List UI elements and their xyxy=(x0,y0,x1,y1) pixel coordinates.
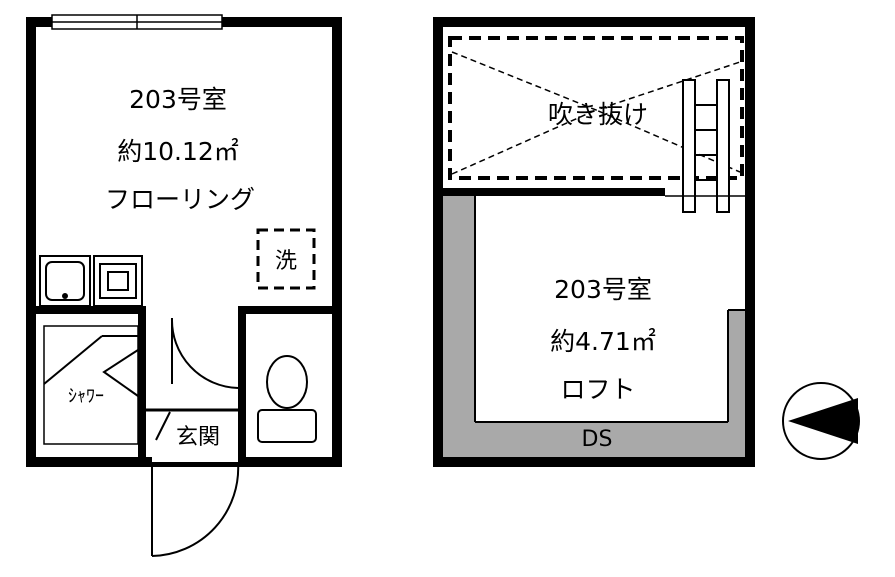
shoe-box xyxy=(155,411,171,441)
floor-type: フローリング xyxy=(105,185,255,214)
loft-type: ロフト xyxy=(560,375,635,404)
loft-area: 約4.71㎡ xyxy=(550,327,656,356)
void-area xyxy=(448,36,744,180)
ladder-icon xyxy=(665,79,745,213)
entrance-label: 玄関 xyxy=(176,425,220,450)
entrance-door-swing xyxy=(151,454,240,557)
toilet-icon xyxy=(257,355,317,443)
compass-icon xyxy=(782,382,860,460)
door-swing xyxy=(170,317,239,389)
shower-tray xyxy=(43,325,139,445)
void-label: 吹き抜け xyxy=(548,100,648,129)
shower-wall xyxy=(138,306,146,462)
main-floor-plan: 203号室 約10.12㎡ フローリング 洗 ｼｬﾜｰ 玄関 xyxy=(26,14,342,557)
window-top xyxy=(51,14,223,30)
ds-shaft xyxy=(443,196,745,457)
loft-outer-wall xyxy=(433,17,755,467)
stove-icon xyxy=(93,255,143,307)
washer-space xyxy=(256,228,316,290)
shower-label: ｼｬﾜｰ xyxy=(68,386,104,407)
room-number: 203号室 xyxy=(129,85,227,114)
washer-label: 洗 xyxy=(275,249,297,274)
loft-void-wall xyxy=(443,188,665,196)
void-cross xyxy=(451,51,741,111)
room-area: 約10.12㎡ xyxy=(117,137,239,166)
loft-room-number: 203号室 xyxy=(554,275,652,304)
ds-label: DS xyxy=(582,427,613,452)
toilet-wall xyxy=(238,306,246,462)
partition-wall xyxy=(31,306,143,314)
sink-icon xyxy=(39,255,91,307)
loft-floor-plan: 吹き抜け 203号室 約4.71㎡ ロフト DS xyxy=(433,17,755,467)
partition-wall xyxy=(238,306,337,314)
